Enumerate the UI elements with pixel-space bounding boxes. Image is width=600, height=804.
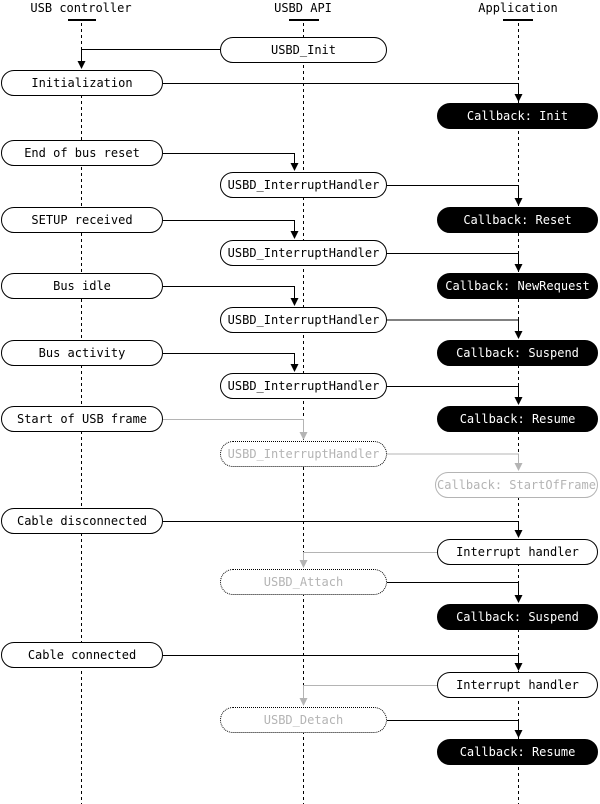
node-start-of-usb-frame: Start of USB frame [1,406,163,432]
connector-bus-idle-to-interrupthandler-3 [163,286,299,306]
connector-initialization-to-callback-init [163,83,523,102]
node-interrupt-handler-1: Interrupt handler [437,539,598,565]
connector-end-of-bus-reset-to-interrupthandler-1 [163,153,299,171]
arrowhead-down [77,61,86,69]
node-callback-suspend-1: Callback: Suspend [437,340,598,366]
node-callback-resume-2: Callback: Resume [437,739,598,765]
column-header-application: Application [478,1,558,15]
connector-usbd-init-to-initialization [77,49,220,69]
arrowhead-down [514,264,523,272]
node-initialization: Initialization [1,70,163,96]
node-usbd-attach: USBD_Attach [220,569,387,595]
node-cable-connected: Cable connected [1,642,163,668]
node-usbd-interrupthandler-2: USBD_InterruptHandler [220,240,387,266]
node-callback-startofframe: Callback: StartOfFrame [435,472,598,498]
connector-setup-received-to-interrupthandler-2 [163,220,299,239]
arrowhead-down [514,463,523,471]
connector-usbd-detach-to-callback-resume-2 [387,720,523,738]
arrowhead-down [514,663,523,671]
node-usbd-interrupthandler-3: USBD_InterruptHandler [220,307,387,333]
arrowhead-down [514,595,523,603]
node-callback-resume-1: Callback: Resume [437,406,598,432]
column-header-usbd-api: USBD API [274,1,332,15]
node-end-of-bus-reset: End of bus reset [1,140,163,166]
arrowhead-down [514,198,523,206]
connector-cable-connected-to-interrupt-handler-2 [163,655,523,671]
connector-interrupthandler-3-to-callback-suspend [387,319,523,339]
connector-start-of-usb-frame-to-interrupthandler-gray [163,419,308,440]
connector-interrupthandler-1-to-callback-reset [387,185,523,206]
connector-interrupt-handler-1-to-usbd-attach [299,552,437,568]
arrowhead-down [290,364,299,372]
node-bus-idle: Bus idle [1,273,163,299]
arrowhead-down [299,560,308,568]
node-usbd-detach: USBD_Detach [220,707,387,733]
arrowhead-down [290,163,299,171]
node-usbd-interrupthandler-disabled: USBD_InterruptHandler [220,441,387,467]
node-interrupt-handler-2: Interrupt handler [437,672,598,698]
node-bus-activity: Bus activity [1,340,163,366]
arrowhead-down [514,530,523,538]
connector-interrupt-handler-2-to-usbd-detach [299,685,437,706]
node-setup-received: SETUP received [1,207,163,233]
connector-interrupthandler-2-to-callback-newrequest [387,253,523,272]
node-cable-disconnected: Cable disconnected [1,508,163,534]
node-usbd-init: USBD_Init [220,37,387,63]
node-callback-newrequest: Callback: NewRequest [437,273,598,299]
arrowhead-down [514,94,523,102]
column-header-usb-controller: USB controller [30,1,132,15]
node-usbd-interrupthandler-4: USBD_InterruptHandler [220,373,387,399]
arrowhead-down [514,331,523,339]
arrowhead-down [290,298,299,306]
arrowhead-down [299,698,308,706]
node-callback-suspend-2: Callback: Suspend [437,604,598,630]
connector-interrupthandler-gray-to-callback-startofframe [387,453,523,471]
connector-interrupthandler-4-to-callback-resume [387,386,523,405]
connector-usbd-attach-to-callback-suspend-2 [387,582,523,603]
node-callback-init: Callback: Init [437,103,598,129]
node-callback-reset: Callback: Reset [437,207,598,233]
arrowhead-down [514,730,523,738]
arrowhead-down [514,397,523,405]
arrowhead-down [299,432,308,440]
connector-cable-disconnected-to-interrupt-handler-1 [163,521,523,538]
connector-bus-activity-to-interrupthandler-4 [163,353,299,372]
arrowhead-down [290,231,299,239]
node-usbd-interrupthandler-1: USBD_InterruptHandler [220,172,387,198]
